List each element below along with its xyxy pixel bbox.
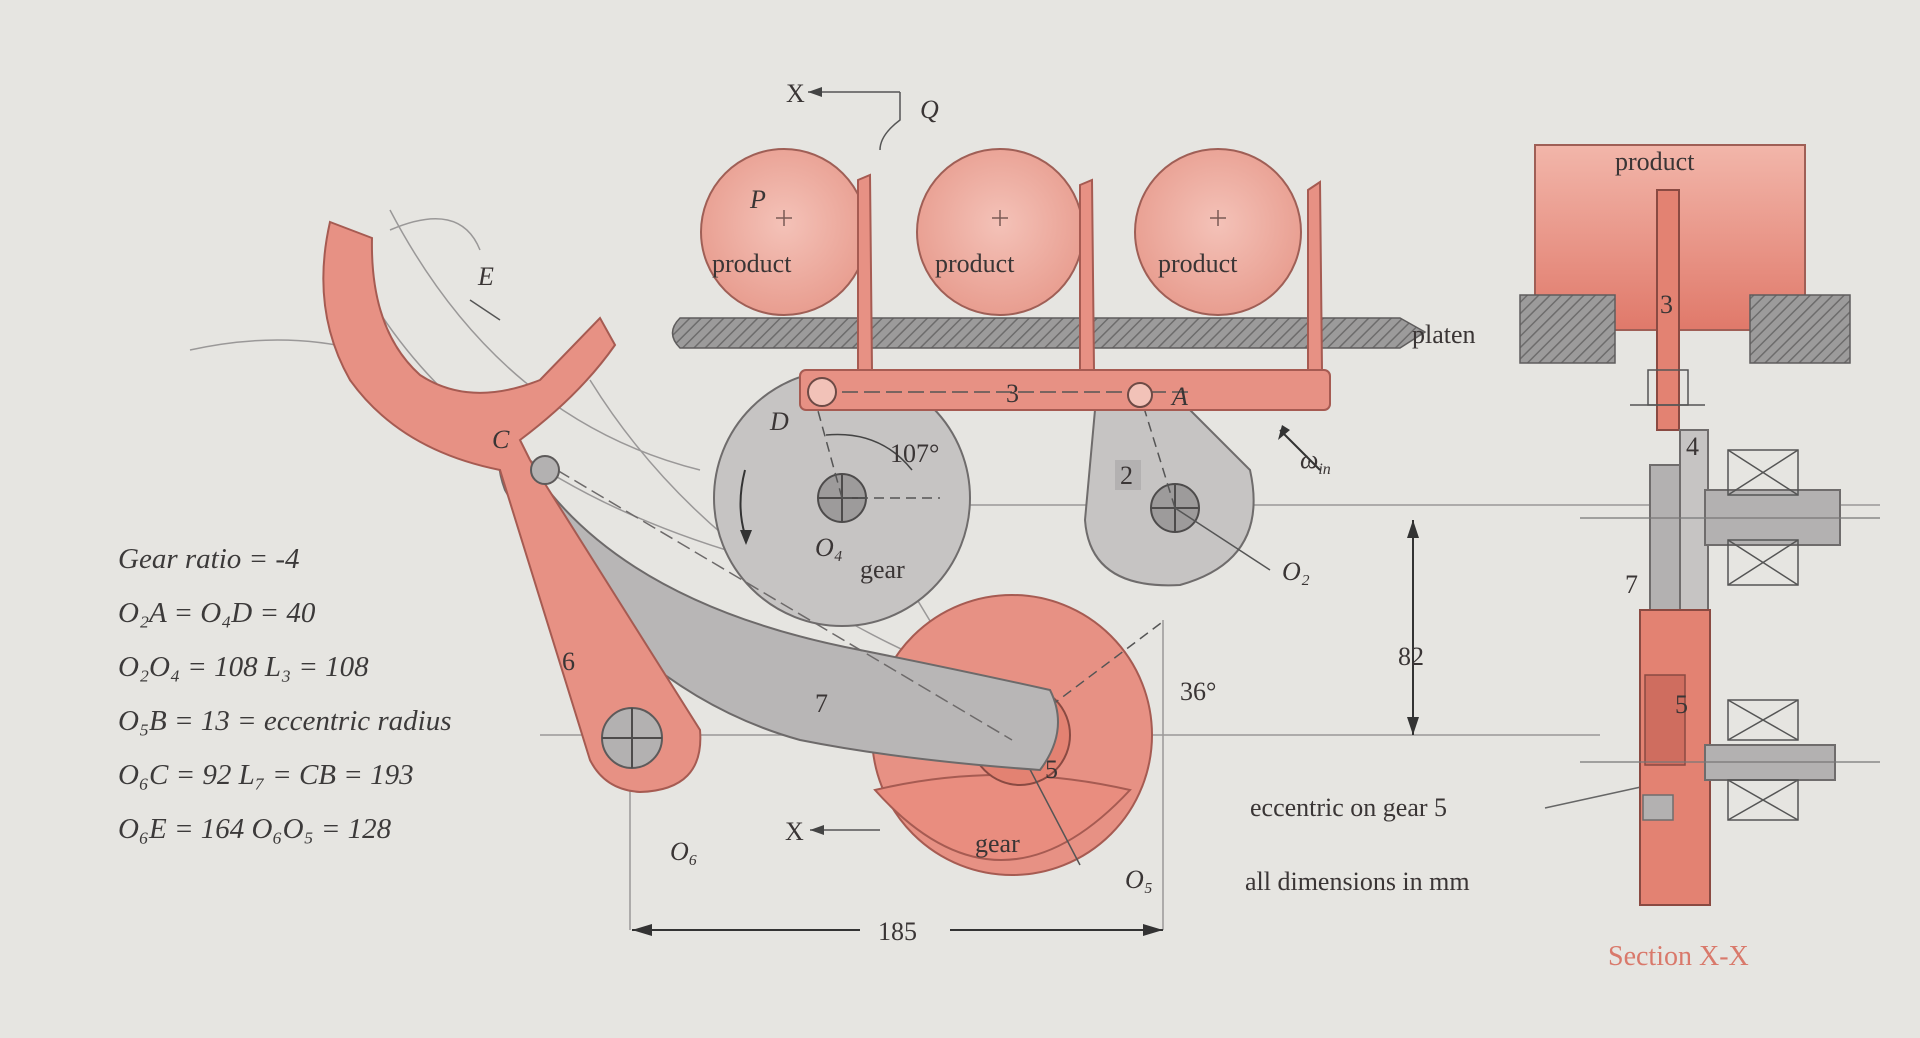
omega-label: ωin bbox=[1300, 445, 1331, 478]
product-label-1: product bbox=[712, 249, 792, 278]
section-view: product 3 4 7 5 Section X-X bbox=[1519, 144, 1880, 972]
link-3: 3 D A bbox=[769, 173, 1331, 436]
link-2: 2 O₂ ωin bbox=[1083, 378, 1331, 587]
dimension-185: 185 bbox=[632, 917, 1163, 946]
section-number-7: 7 bbox=[1625, 570, 1638, 599]
product-roll-1 bbox=[700, 148, 868, 316]
point-label-q: Q bbox=[920, 95, 939, 124]
omega-subscript: in bbox=[1318, 461, 1330, 478]
gear-label-upper: gear bbox=[860, 555, 905, 584]
platen-label: platen bbox=[1412, 320, 1476, 349]
section-product-label: product bbox=[1615, 147, 1695, 176]
link-number-7: 7 bbox=[815, 689, 828, 718]
link-number-5: 5 bbox=[1045, 755, 1058, 784]
product-label-2: product bbox=[935, 249, 1015, 278]
gear-4: gear O₄ 107° bbox=[713, 369, 971, 627]
product-label-3: product bbox=[1158, 249, 1238, 278]
point-label-d: D bbox=[769, 407, 789, 436]
point-label-e: E bbox=[477, 262, 494, 291]
dimension-82: 82 bbox=[1398, 520, 1424, 735]
section-title: Section X-X bbox=[1608, 941, 1749, 972]
point-label-p: P bbox=[749, 185, 766, 214]
note-o6e: O₆E = 164 O₆O₅ = 128 bbox=[118, 813, 392, 845]
dimension-label-185: 185 bbox=[878, 917, 917, 946]
product-roll-2 bbox=[916, 148, 1084, 316]
section-mark-bottom: X bbox=[785, 817, 804, 846]
link-number-2: 2 bbox=[1120, 461, 1133, 490]
angle-label-107: 107° bbox=[890, 439, 939, 468]
dimension-label-82: 82 bbox=[1398, 642, 1424, 671]
note-block: Gear ratio = -4 O₂A = O₄D = 40 O₂O₄ = 10… bbox=[118, 543, 452, 845]
note-o2a: O₂A = O₄D = 40 bbox=[118, 597, 316, 629]
eccentric-leader bbox=[1544, 784, 1651, 809]
point-label-o6: O₆ bbox=[670, 837, 698, 866]
point-label-a: A bbox=[1170, 382, 1188, 411]
point-label-c: C bbox=[492, 425, 510, 454]
section-number-4: 4 bbox=[1686, 432, 1699, 461]
point-label-o5: O₅ bbox=[1125, 865, 1153, 894]
units-note: all dimensions in mm bbox=[1245, 867, 1470, 896]
angle-label-36: 36° bbox=[1180, 677, 1216, 706]
note-gear-ratio: Gear ratio = -4 bbox=[118, 543, 299, 575]
section-number-5: 5 bbox=[1675, 690, 1688, 719]
note-o6c: O₆C = 92 L₇ = CB = 193 bbox=[118, 759, 414, 791]
gear-label-lower: gear bbox=[975, 829, 1020, 858]
point-label-o4: O₄ bbox=[815, 533, 843, 562]
link-number-3: 3 bbox=[1006, 379, 1019, 408]
product-rolls: product product product P bbox=[700, 148, 1302, 316]
link-number-6: 6 bbox=[562, 647, 575, 676]
omega-symbol: ω bbox=[1300, 445, 1318, 474]
eccentric-label: eccentric on gear 5 bbox=[1250, 793, 1447, 822]
section-number-3: 3 bbox=[1660, 290, 1673, 319]
link-6: 6 C O₆ E bbox=[322, 220, 702, 866]
product-roll-3 bbox=[1134, 148, 1302, 316]
section-marks: X Q X bbox=[785, 79, 939, 846]
note-o2o4: O₂O₄ = 108 L₃ = 108 bbox=[118, 651, 369, 683]
note-o5b: O₅B = 13 = eccentric radius bbox=[118, 705, 452, 737]
point-label-o2: O₂ bbox=[1282, 557, 1310, 586]
section-mark-top: X bbox=[786, 79, 805, 108]
